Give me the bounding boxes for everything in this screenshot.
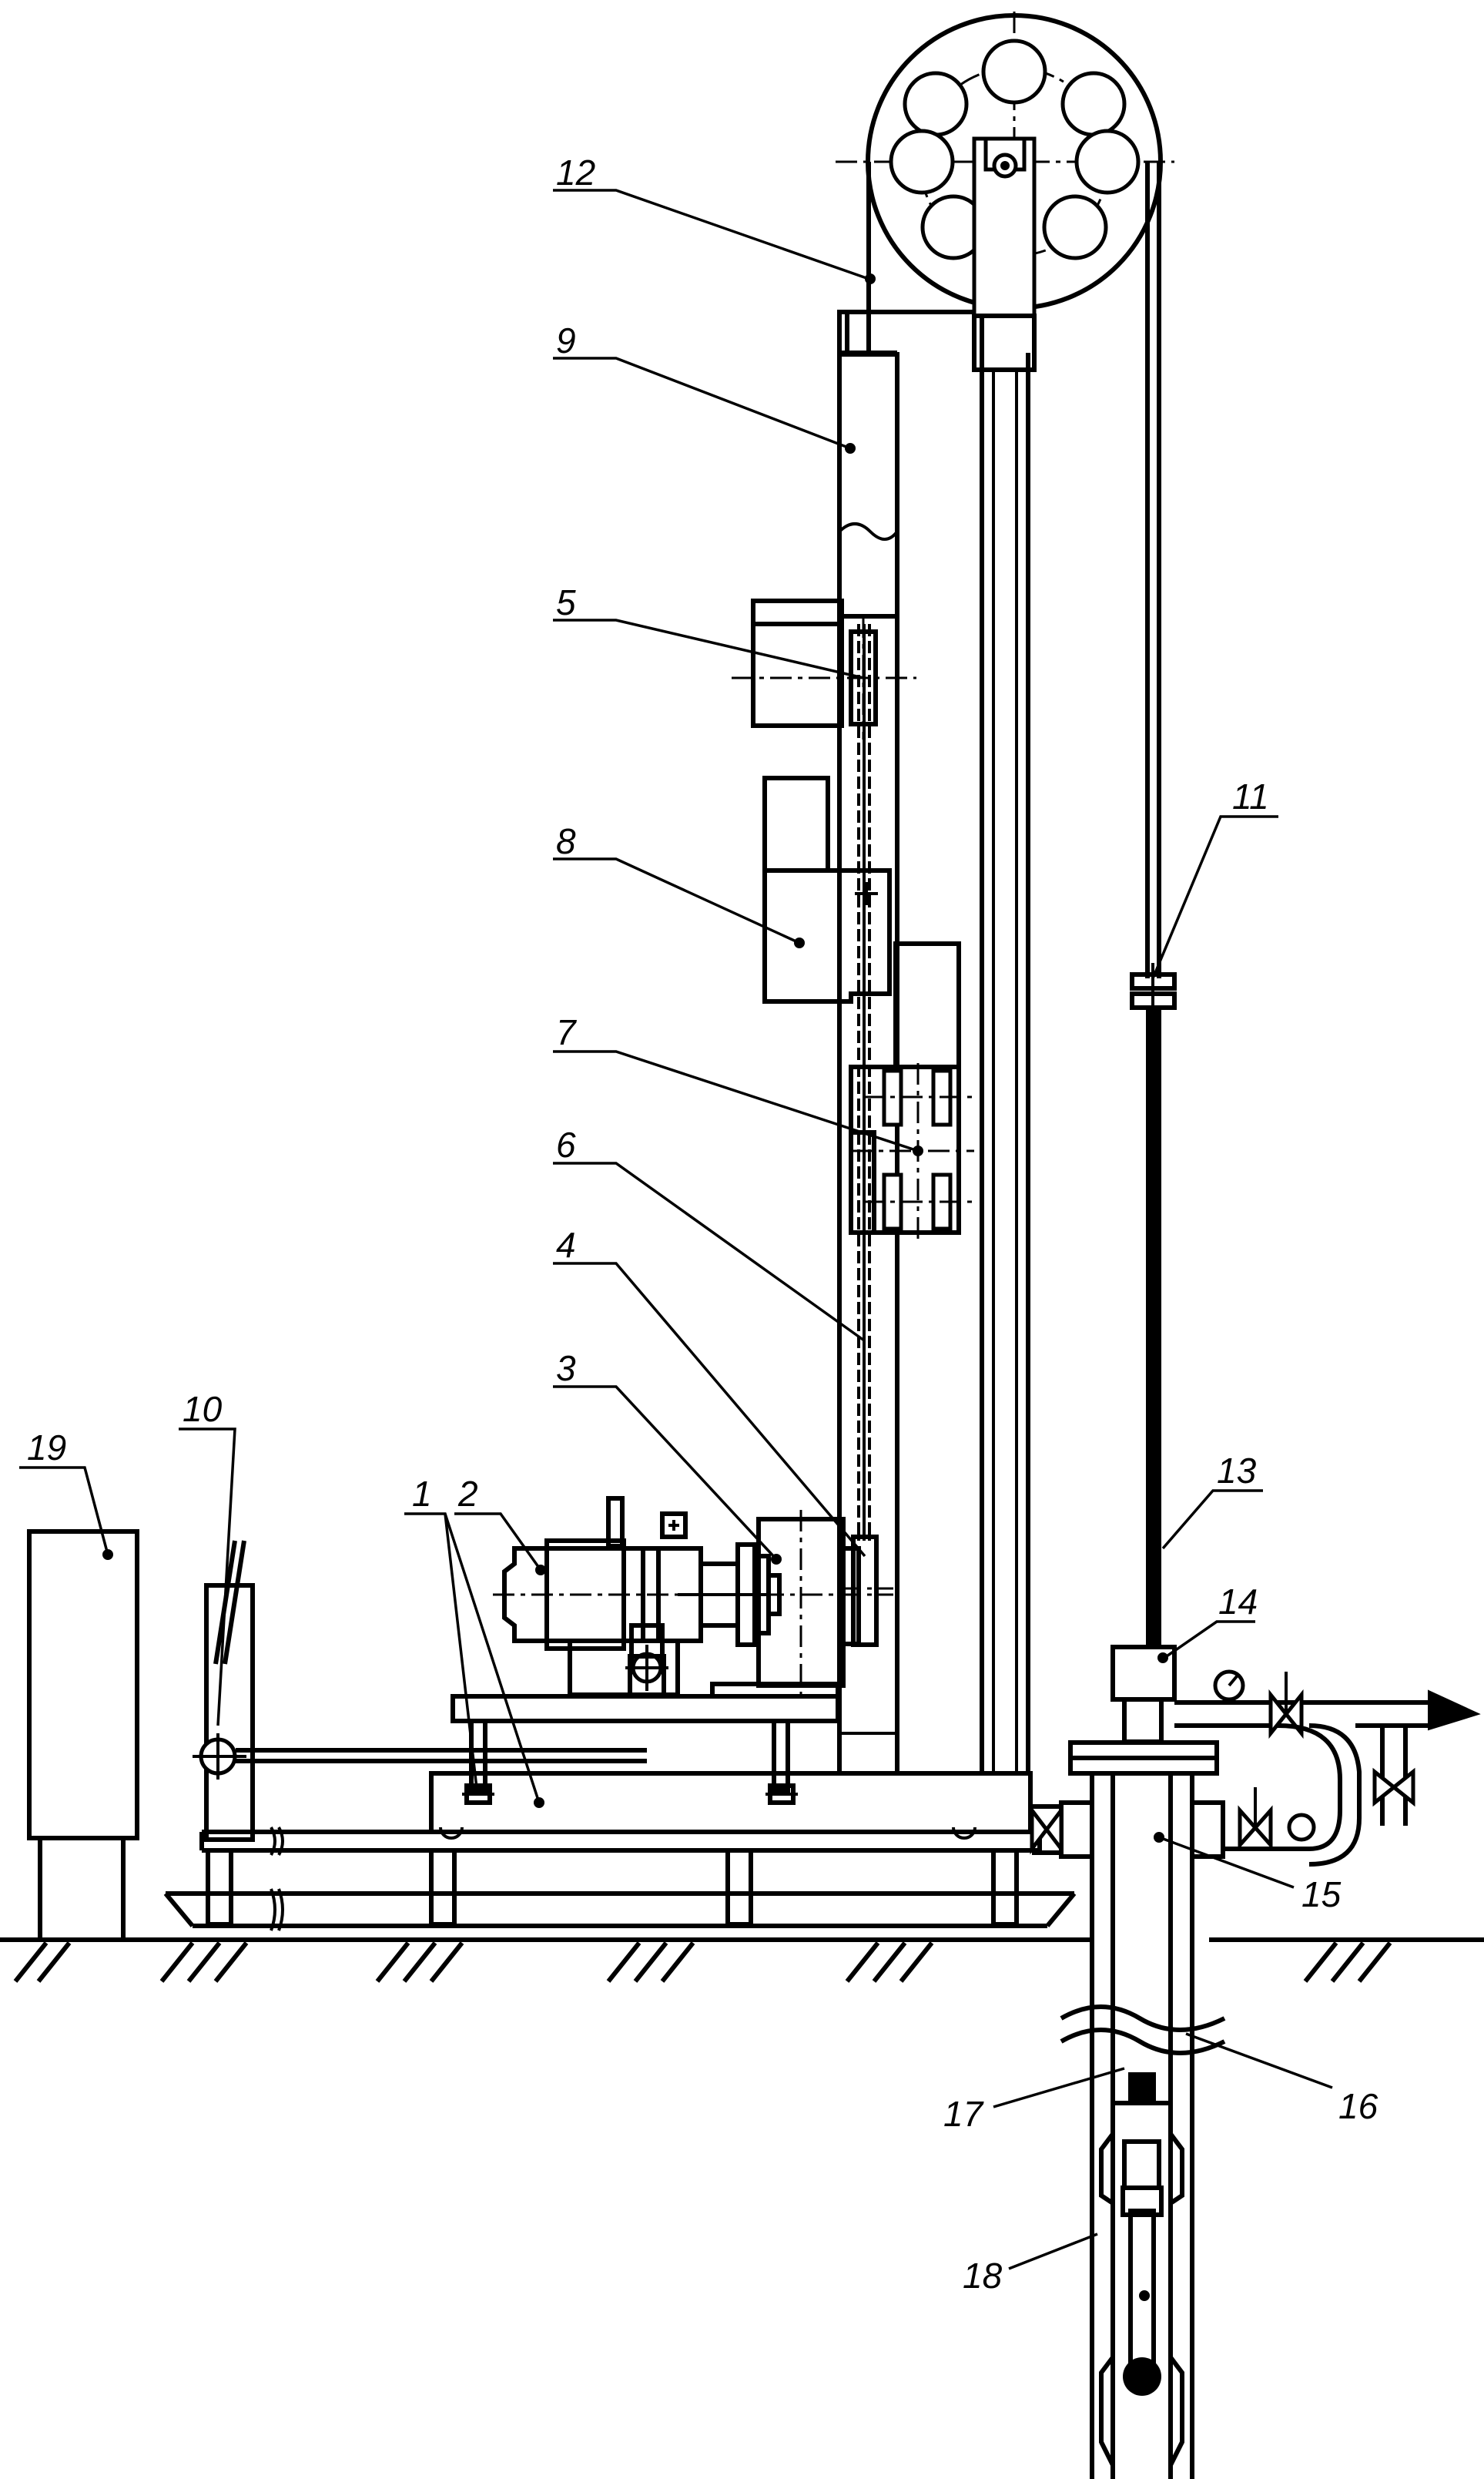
label-12: 12 (556, 153, 595, 193)
ground-line (0, 1937, 1484, 1983)
label-18: 18 (963, 2256, 1003, 2296)
label-17: 17 (943, 2094, 984, 2134)
label-9: 9 (556, 320, 576, 361)
label-4: 4 (556, 1225, 576, 1265)
label-14: 14 (1218, 1582, 1258, 1622)
carriage (762, 776, 892, 1004)
coupling (678, 1542, 782, 1647)
chain (857, 624, 871, 1541)
label-3: 3 (556, 1348, 576, 1388)
gearbox (756, 1510, 861, 1695)
label-5: 5 (556, 582, 576, 622)
lever-panel (193, 1540, 647, 1842)
control-cabinet (27, 1529, 139, 1940)
drive-sprocket (839, 1535, 893, 1647)
label-10: 10 (183, 1389, 223, 1429)
skid-frame (163, 1827, 1077, 1931)
label-11: 11 (1232, 777, 1269, 817)
upper-sprocket (732, 599, 916, 740)
label-1: 1 (412, 1474, 432, 1514)
base-plate (429, 1771, 1033, 1840)
downhole-pump (1099, 2072, 1184, 2467)
motor-deck (451, 1682, 840, 1805)
guide-rollers (849, 941, 974, 1240)
crown-pulley (836, 12, 1174, 978)
label-2: 2 (457, 1474, 478, 1514)
label-16: 16 (1338, 2086, 1378, 2126)
callout-leaders (19, 189, 1333, 2270)
mast (837, 310, 1030, 1773)
label-13: 13 (1217, 1451, 1257, 1491)
label-6: 6 (556, 1125, 576, 1165)
callout-numbers: 12 9 5 8 7 6 4 3 2 1 10 19 11 13 14 15 1… (27, 153, 1378, 2296)
label-7: 7 (556, 1012, 577, 1052)
label-15: 15 (1301, 1874, 1342, 1914)
label-19: 19 (27, 1427, 66, 1468)
wellhead (1030, 1645, 1481, 2479)
label-8: 8 (556, 821, 576, 861)
counterweight (837, 352, 899, 619)
electric-motor (493, 1496, 893, 1699)
